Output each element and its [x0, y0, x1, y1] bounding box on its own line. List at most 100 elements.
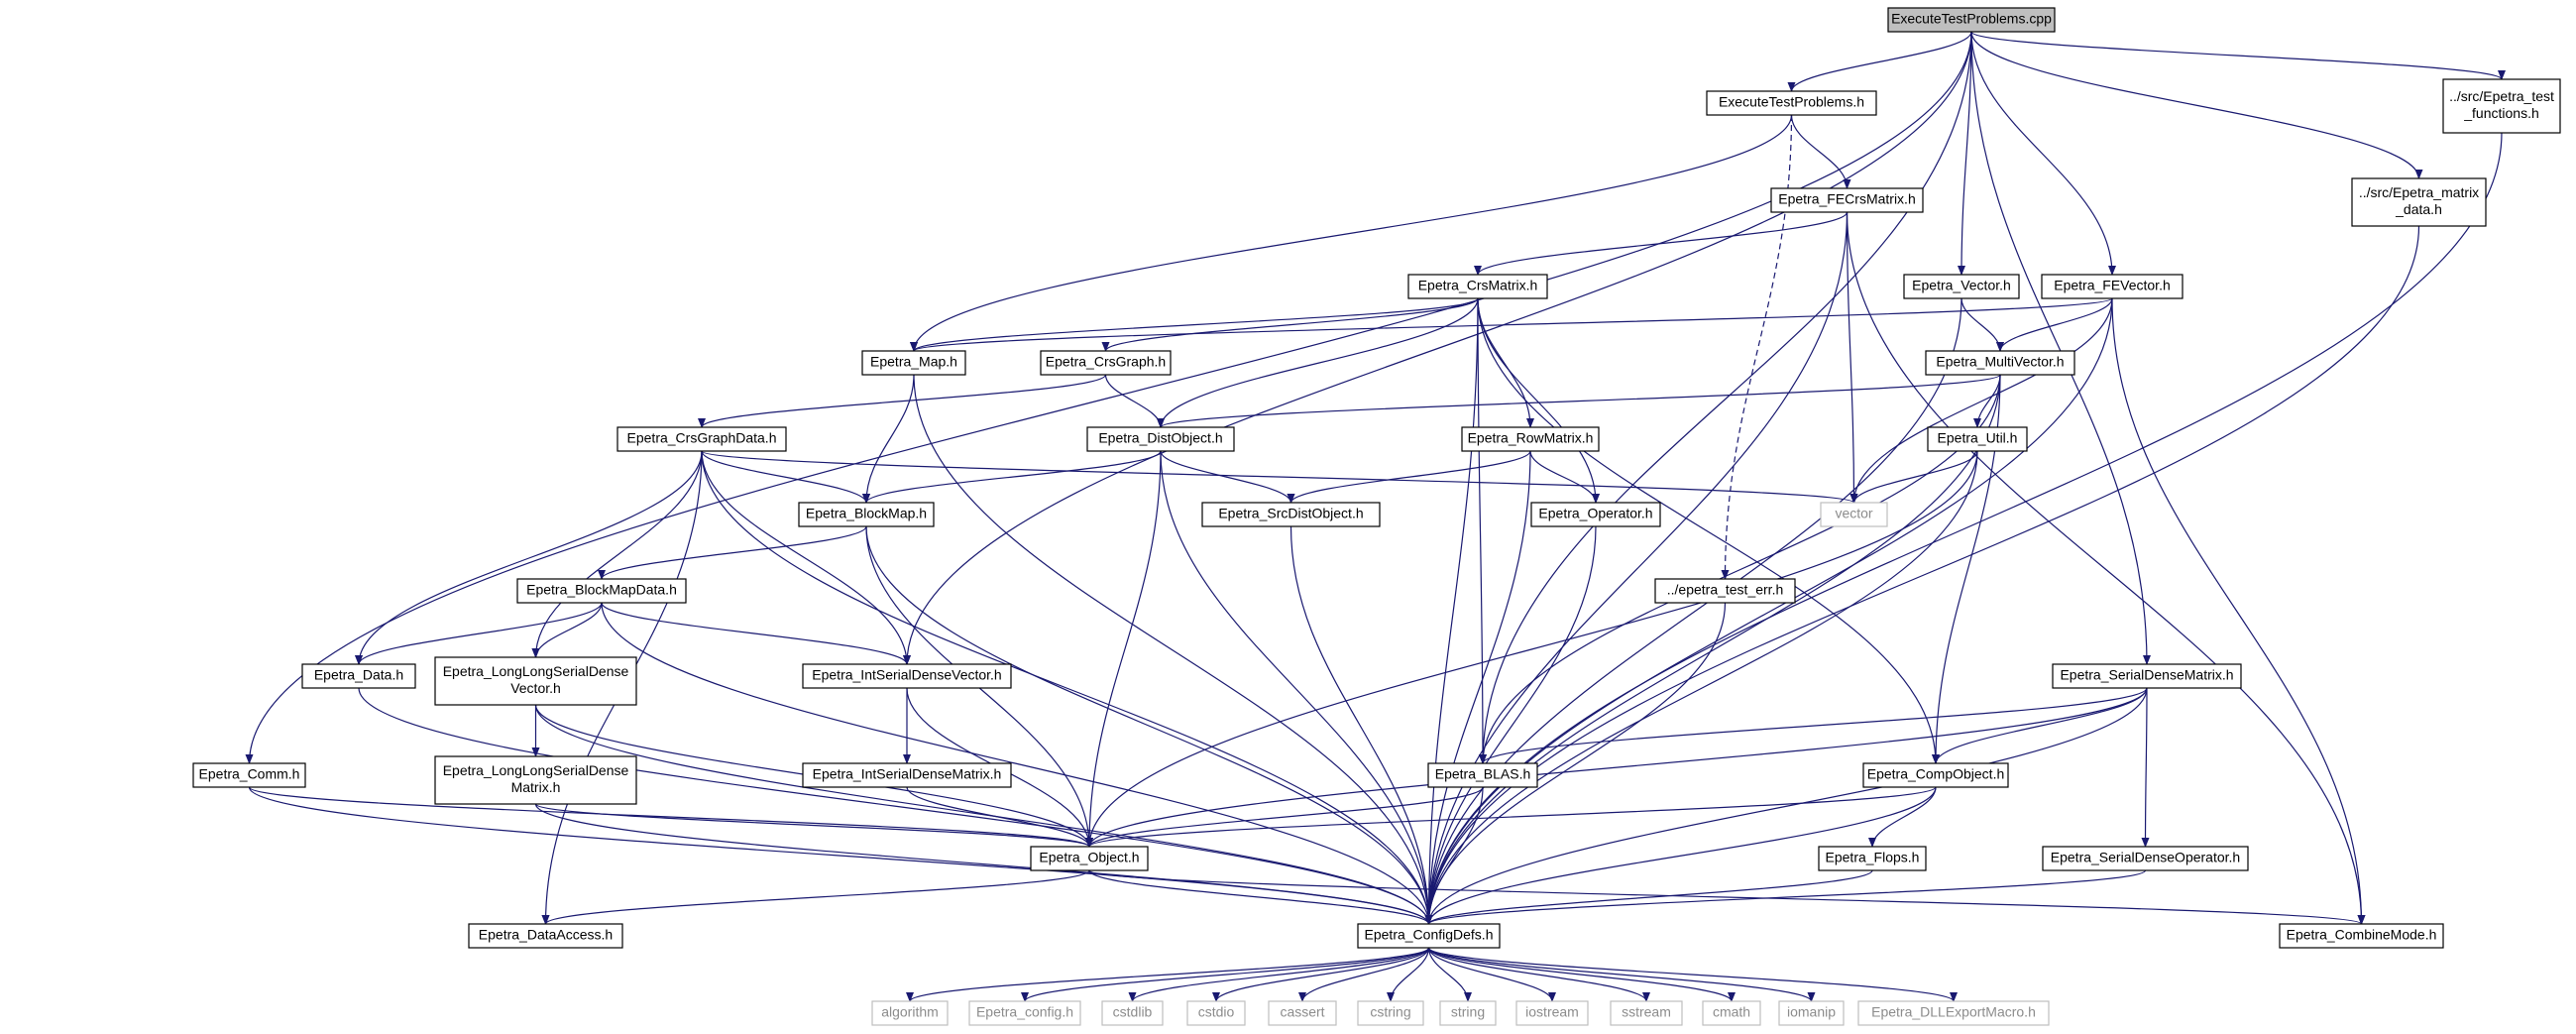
node-crsgraph[interactable]: Epetra_CrsGraph.h [1040, 350, 1172, 376]
edge-configdefs-to-cstring [1387, 947, 1430, 1002]
node-box [1040, 350, 1172, 376]
node-box [1407, 274, 1548, 299]
node-label: cstdlib [1113, 1004, 1153, 1020]
node-box [798, 502, 935, 527]
node-label: Epetra_CrsGraphData.h [627, 430, 777, 446]
node-label: Epetra_CrsGraph.h [1046, 354, 1166, 370]
edge-llsdv-to-configdefs [534, 704, 1433, 925]
node-map[interactable]: Epetra_Map.h [861, 350, 966, 376]
edge-configdefs-to-string [1427, 947, 1472, 1002]
node-label: Epetra_ConfigDefs.h [1365, 927, 1494, 943]
node-combinemode[interactable]: Epetra_CombineMode.h [2279, 923, 2444, 949]
node-label: ExecuteTestProblems.h [1719, 94, 1864, 110]
node-test_err[interactable]: ../epetra_test_err.h [1654, 578, 1796, 604]
edge-root-to-vector_h [1958, 31, 1972, 276]
node-box [1903, 274, 2020, 299]
edge-multivector-to-distobject [1157, 374, 2001, 428]
edge-distobject-to-object [1085, 450, 1162, 848]
node-configdefs[interactable]: Epetra_ConfigDefs.h [1357, 923, 1501, 949]
edge-root-to-comm [245, 31, 1972, 764]
node-label: Epetra_BlockMapData.h [526, 582, 677, 598]
node-distobject[interactable]: Epetra_DistObject.h [1086, 426, 1235, 452]
edge-sdo-to-configdefs [1424, 869, 2147, 925]
edge-distobject-to-srcdist [1160, 450, 1295, 504]
node-data[interactable]: Epetra_Data.h [301, 663, 416, 689]
edge-configdefs-to-sstream [1427, 947, 1650, 1002]
node-sdm[interactable]: Epetra_SerialDenseMatrix.h [2052, 663, 2242, 689]
node-box [1357, 1000, 1424, 1026]
edge-map-to-blockmap [862, 374, 915, 504]
edge-crsgraph-to-distobject [1104, 374, 1165, 428]
node-sdo[interactable]: Epetra_SerialDenseOperator.h [2042, 846, 2249, 871]
node-label: Epetra_BlockMap.h [806, 506, 927, 521]
edge-fecrs-to-crsmatrix [1474, 211, 1848, 276]
edge-util-to-object [1085, 450, 1978, 848]
node-label: cstdio [1198, 1004, 1235, 1020]
node-label: Epetra_Data.h [314, 667, 403, 683]
node-etp_h[interactable]: ExecuteTestProblems.h [1706, 90, 1877, 116]
node-object[interactable]: Epetra_Object.h [1030, 846, 1149, 871]
node-blockmapdata[interactable]: Epetra_BlockMapData.h [516, 578, 687, 604]
edge-object-to-configdefs [1088, 869, 1433, 925]
node-operator[interactable]: Epetra_Operator.h [1530, 502, 1661, 527]
edge-blockmapdata-to-data [355, 602, 603, 665]
node-rowmatrix[interactable]: Epetra_RowMatrix.h [1461, 426, 1600, 452]
node-box [1862, 762, 2009, 788]
node-root[interactable]: ExecuteTestProblems.cpp [1887, 7, 2056, 33]
node-box [1654, 578, 1796, 604]
node-src_test[interactable]: ../src/Epetra_test_functions.h [2442, 78, 2561, 134]
node-comm[interactable]: Epetra_Comm.h [192, 762, 306, 788]
node-flops[interactable]: Epetra_Flops.h [1818, 846, 1927, 871]
node-label: cmath [1713, 1004, 1750, 1020]
node-srcdist[interactable]: Epetra_SrcDistObject.h [1201, 502, 1381, 527]
edge-llsdm-to-configdefs [534, 803, 1433, 925]
node-dataaccess[interactable]: Epetra_DataAccess.h [468, 923, 623, 949]
node-cstring: cstring [1357, 1000, 1424, 1026]
edge-fevector-to-vector_std [1849, 297, 2113, 504]
edge-srcdist-to-configdefs [1289, 525, 1433, 925]
node-fecrs[interactable]: Epetra_FECrsMatrix.h [1770, 187, 1924, 213]
node-label: cstring [1370, 1004, 1410, 1020]
node-blas[interactable]: Epetra_BLAS.h [1427, 762, 1538, 788]
node-isdv[interactable]: Epetra_IntSerialDenseVector.h [802, 663, 1012, 689]
edge-blockmapdata-to-configdefs [601, 602, 1433, 925]
node-multivector[interactable]: Epetra_MultiVector.h [1925, 350, 2075, 376]
node-label: Epetra_CompObject.h [1867, 766, 2005, 782]
edge-rowmatrix-to-srcdist [1287, 450, 1531, 504]
edge-sdm-to-sdo [2141, 687, 2150, 848]
edge-crsmatrix-to-compobject [1477, 297, 1940, 764]
node-iostream: iostream [1515, 1000, 1589, 1026]
edge-root-to-isdv [903, 31, 1972, 665]
node-isdm[interactable]: Epetra_IntSerialDenseMatrix.h [802, 762, 1012, 788]
node-crsmatrix[interactable]: Epetra_CrsMatrix.h [1407, 274, 1548, 299]
edge-fecrs-to-vector_std [1846, 211, 1858, 504]
node-blockmap[interactable]: Epetra_BlockMap.h [798, 502, 935, 527]
node-box [1925, 350, 2075, 376]
node-label: Epetra_CrsMatrix.h [1418, 278, 1538, 293]
node-box [516, 578, 687, 604]
node-label: Epetra_Comm.h [199, 766, 300, 782]
node-fevector[interactable]: Epetra_FEVector.h [2041, 274, 2184, 299]
node-vector_h[interactable]: Epetra_Vector.h [1903, 274, 2020, 299]
node-label: Epetra_config.h [976, 1004, 1073, 1020]
node-box [468, 923, 623, 949]
node-crsgraphdata[interactable]: Epetra_CrsGraphData.h [616, 426, 787, 452]
node-label: Epetra_LongLongSerialDense [443, 762, 629, 778]
edge-object-to-combinemode [1088, 869, 2365, 925]
node-label: string [1451, 1004, 1485, 1020]
node-compobject[interactable]: Epetra_CompObject.h [1862, 762, 2009, 788]
node-util[interactable]: Epetra_Util.h [1927, 426, 2028, 452]
node-label: Epetra_DataAccess.h [479, 927, 613, 943]
edge-crsgraphdata-to-llsdv [531, 450, 703, 658]
edge-crsmatrix-to-crsgraph [1101, 297, 1479, 352]
edge-configdefs-to-cmath [1427, 947, 1736, 1002]
edge-configdefs-to-iomanip [1427, 947, 1816, 1002]
edge-configdefs-to-epetra_config [1021, 947, 1430, 1002]
node-box [1706, 90, 1877, 116]
edge-data-to-configdefs [358, 687, 1433, 925]
edge-multivector-to-configdefs [1424, 374, 2001, 925]
edge-crsmatrix-to-distobject [1157, 297, 1479, 428]
node-src_matrix[interactable]: ../src/Epetra_matrix_data.h [2351, 177, 2487, 227]
